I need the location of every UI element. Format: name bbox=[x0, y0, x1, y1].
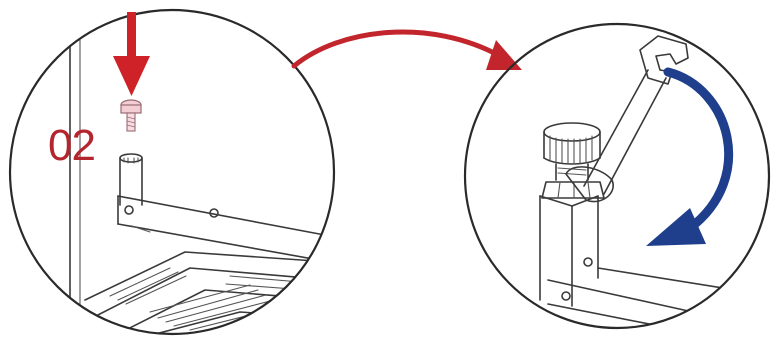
curved-arrow-right-icon bbox=[294, 32, 522, 70]
left-circle-frame bbox=[10, 10, 334, 334]
frame-bar bbox=[118, 196, 330, 262]
right-detail-panel bbox=[465, 24, 769, 338]
rotate-clockwise-icon bbox=[646, 72, 729, 246]
step-number-label: 02 bbox=[48, 121, 95, 170]
down-arrow-icon bbox=[113, 12, 150, 96]
left-detail-panel: 02 bbox=[10, 10, 334, 338]
leveling-foot-screw-icon bbox=[121, 100, 141, 131]
wrench-icon bbox=[566, 36, 688, 202]
knurled-knob bbox=[542, 123, 604, 198]
